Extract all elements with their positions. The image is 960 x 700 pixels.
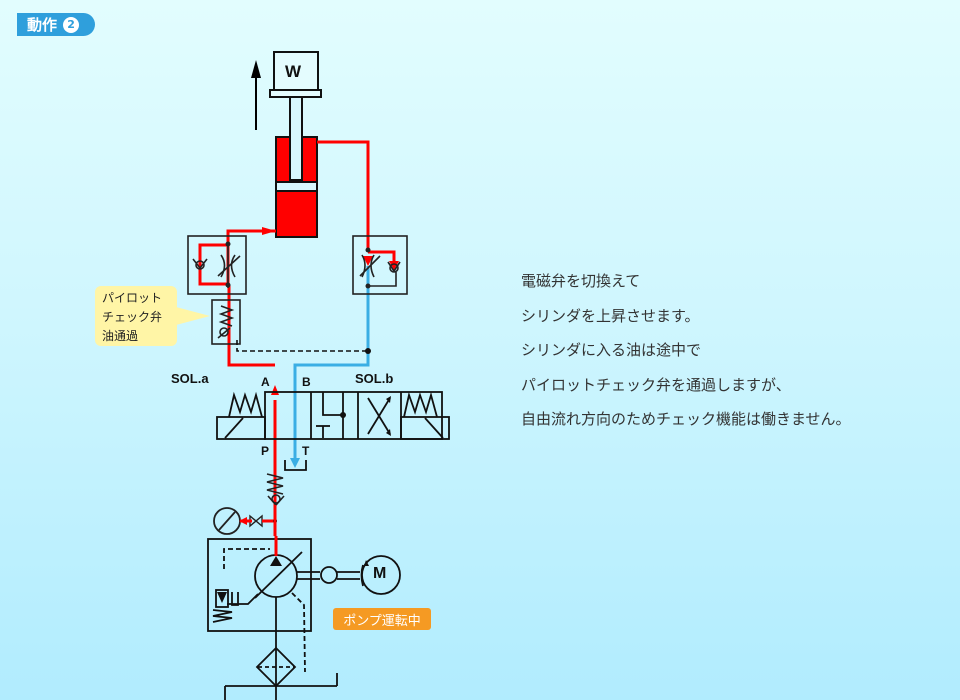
step-title: 動作 xyxy=(27,16,58,34)
callout-line: 油通過 xyxy=(102,329,139,343)
description-line: パイロットチェック弁を通過しますが、 xyxy=(521,375,791,394)
description-line: 自由流れ方向のためチェック機能は働きません。 xyxy=(521,410,851,428)
motion-up-arrow-icon xyxy=(251,60,261,130)
return-line xyxy=(293,266,370,465)
callout-line: パイロット xyxy=(102,291,163,305)
description-line: シリンダに入る油は途中で xyxy=(521,341,702,359)
description-text: 電磁弁を切換えて シリンダを上昇させます。 シリンダに入る油は途中で パイロット… xyxy=(521,264,851,437)
pilot-check-valve xyxy=(211,299,241,345)
callout-pointer xyxy=(176,307,210,325)
port-p-label: P xyxy=(261,444,270,458)
motor-label: M xyxy=(373,565,387,582)
port-t-label: T xyxy=(302,444,310,458)
flow-control-valve-right xyxy=(352,235,408,295)
flow-control-valve-left xyxy=(187,235,247,295)
sol-a-label: SOL.a xyxy=(171,371,209,386)
step-number: 2 xyxy=(63,16,80,33)
step-badge: 動作 2 xyxy=(17,13,95,36)
description-line: 電磁弁を切換えて xyxy=(521,272,641,290)
callout-line: チェック弁 xyxy=(102,310,163,324)
port-b-label: B xyxy=(302,375,311,389)
variable-pump-unit xyxy=(207,538,401,700)
sol-b-label: SOL.b xyxy=(355,371,394,386)
port-a-label: A xyxy=(261,375,270,389)
directional-control-valve xyxy=(216,391,450,471)
pilot-line xyxy=(236,340,368,352)
load-weight xyxy=(269,51,322,98)
description-line: シリンダを上昇させます。 xyxy=(521,306,700,325)
hydraulic-cylinder xyxy=(275,96,318,238)
pump-status-badge: ポンプ運転中 xyxy=(333,608,431,630)
pressure-gauge xyxy=(213,507,263,535)
pilot-check-callout: パイロット チェック弁 油通過 xyxy=(95,286,177,346)
load-label: W xyxy=(285,62,302,81)
